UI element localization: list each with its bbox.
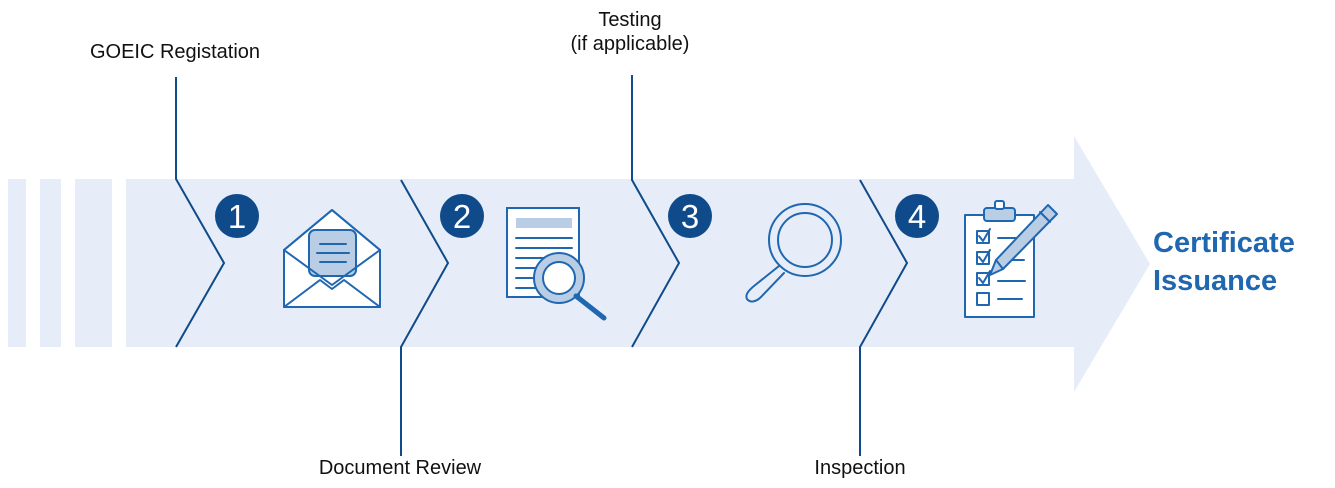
stage-separators	[175, 75, 909, 456]
step-3: 3	[668, 194, 842, 303]
separator-3	[631, 75, 681, 348]
open-envelope-icon	[283, 209, 381, 308]
step-number-badge-3: 3	[668, 194, 712, 238]
callout-testing: Testing (if applicable)	[530, 8, 730, 56]
separator-1	[175, 77, 226, 348]
callout-inspection: Inspection	[814, 457, 906, 479]
separator-4	[859, 179, 909, 456]
arrow-stripe-2	[40, 179, 61, 347]
document-magnifier-icon	[506, 207, 607, 321]
step-2: 2	[440, 194, 607, 321]
certificate-issuance-label: Certificate Issuance	[1153, 224, 1335, 300]
step-4: 4	[895, 194, 1058, 318]
arrow-background	[8, 136, 1150, 392]
magnifying-glass-icon	[745, 203, 842, 303]
arrow-stripe-1	[8, 179, 26, 347]
separator-2	[400, 179, 450, 456]
step-1: 1	[215, 194, 381, 308]
step-number-badge-4: 4	[895, 194, 939, 238]
step-number-3: 3	[681, 198, 699, 235]
process-arrow-body	[126, 136, 1150, 392]
step-number-1: 1	[228, 198, 246, 235]
step-number-badge-2: 2	[440, 194, 484, 238]
certificate-line: Certificate	[1153, 227, 1295, 259]
callout-testing-line-1: Testing	[598, 9, 662, 31]
callout-document-review: Document Review	[318, 457, 482, 479]
callout-registration: GOEIC Registation	[89, 41, 261, 63]
step-number-badge-1: 1	[215, 194, 259, 238]
step-number-4: 4	[908, 198, 926, 235]
callout-testing-line-2: (if applicable)	[570, 33, 690, 55]
step-number-2: 2	[453, 198, 471, 235]
arrow-stripe-3	[75, 179, 112, 347]
issuance-line: Issuance	[1153, 265, 1278, 297]
checklist-pencil-icon	[964, 200, 1058, 318]
